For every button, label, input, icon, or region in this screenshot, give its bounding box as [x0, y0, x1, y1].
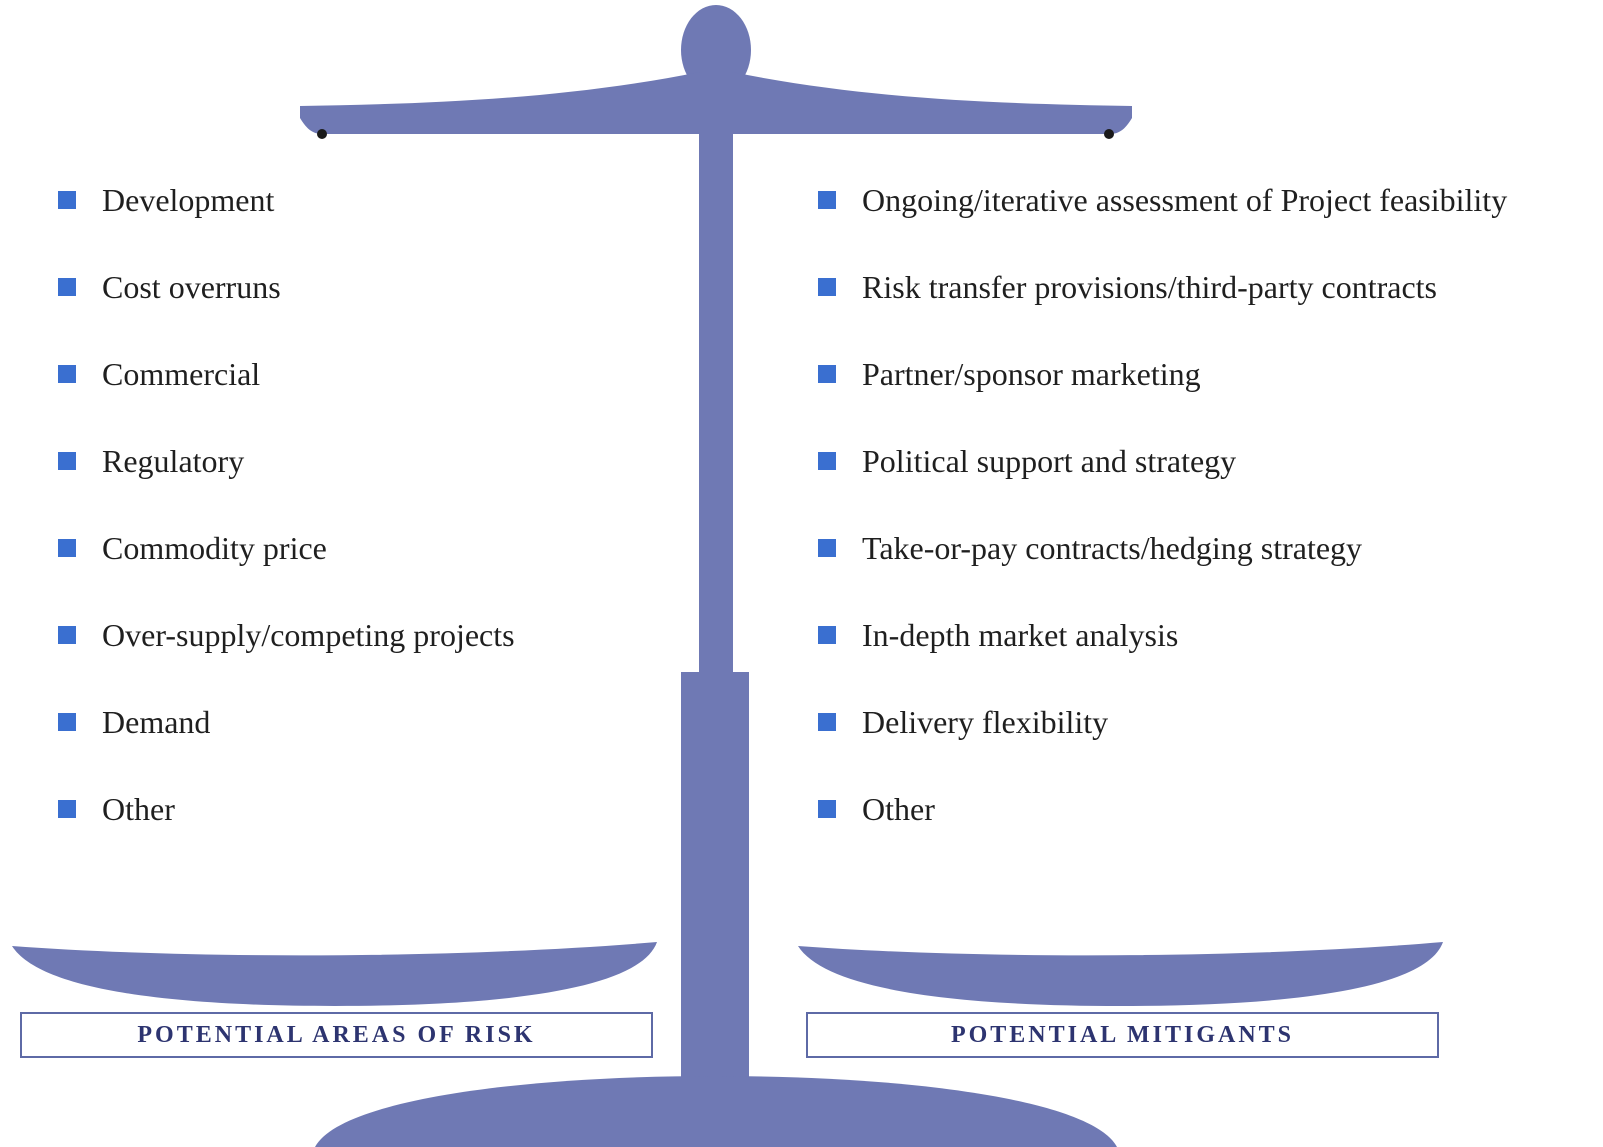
mitigants-list-item: Ongoing/iterative assessment of Project …: [818, 180, 1507, 220]
risks-list-item: Demand: [58, 702, 210, 742]
square-bullet-icon: [58, 800, 76, 818]
square-bullet-icon: [818, 191, 836, 209]
scale-lower-post: [681, 672, 749, 1102]
risks-list-item: Over-supply/competing projects: [58, 615, 515, 655]
risks-item-text: Demand: [102, 703, 211, 740]
square-bullet-icon: [58, 278, 76, 296]
mitigants-item-text: Delivery flexibility: [862, 703, 1109, 740]
risks-list-item: Other: [58, 789, 175, 829]
mitigants-item-text: Other: [862, 790, 935, 827]
square-bullet-icon: [818, 800, 836, 818]
scale-beam: [300, 72, 1132, 134]
mitigants-item-text: Partner/sponsor marketing: [862, 355, 1201, 392]
scale-left-peg: [317, 129, 327, 139]
square-bullet-icon: [58, 365, 76, 383]
square-bullet-icon: [818, 713, 836, 731]
square-bullet-icon: [58, 626, 76, 644]
risks-item-text: Development: [102, 181, 275, 218]
mitigants-item-text: Take-or-pay contracts/hedging strategy: [862, 529, 1363, 566]
mitigants-list-item: Delivery flexibility: [818, 702, 1108, 742]
risks-list-item: Regulatory: [58, 441, 244, 481]
square-bullet-icon: [58, 713, 76, 731]
mitigant-label-box: POTENTIAL MITIGANTS: [806, 1012, 1439, 1058]
mitigants-list-item: Risk transfer provisions/third-party con…: [818, 267, 1437, 307]
square-bullet-icon: [58, 539, 76, 557]
scale-right-peg: [1104, 129, 1114, 139]
mitigants-list-item: Take-or-pay contracts/hedging strategy: [818, 528, 1362, 568]
mitigants-item-text: Political support and strategy: [862, 442, 1237, 479]
risks-list-item: Development: [58, 180, 274, 220]
square-bullet-icon: [818, 365, 836, 383]
mitigants-item-text: In-depth market analysis: [862, 616, 1179, 653]
square-bullet-icon: [818, 539, 836, 557]
risks-item-text: Commodity price: [102, 529, 327, 566]
square-bullet-icon: [818, 452, 836, 470]
risks-item-text: Cost overruns: [102, 268, 281, 305]
risks-item-text: Regulatory: [102, 442, 245, 479]
mitigants-list-item: In-depth market analysis: [818, 615, 1178, 655]
risks-item-text: Commercial: [102, 355, 261, 392]
risks-item-text: Over-supply/competing projects: [102, 616, 515, 653]
risks-item-text: Other: [102, 790, 175, 827]
square-bullet-icon: [58, 452, 76, 470]
mitigant-label: POTENTIAL MITIGANTS: [950, 1021, 1295, 1048]
scale-right-pan: [798, 942, 1443, 1006]
square-bullet-icon: [58, 191, 76, 209]
square-bullet-icon: [818, 626, 836, 644]
mitigants-item-text: Ongoing/iterative assessment of Project …: [862, 181, 1508, 218]
square-bullet-icon: [818, 278, 836, 296]
risk-label-box: POTENTIAL AREAS OF RISK: [20, 1012, 653, 1058]
risks-list-item: Cost overruns: [58, 267, 281, 307]
risks-list-item: Commodity price: [58, 528, 327, 568]
risks-list-item: Commercial: [58, 354, 260, 394]
scale-upper-post: [699, 118, 733, 678]
mitigants-list-item: Political support and strategy: [818, 441, 1236, 481]
mitigants-list-item: Other: [818, 789, 935, 829]
mitigants-list-item: Partner/sponsor marketing: [818, 354, 1201, 394]
mitigants-item-text: Risk transfer provisions/third-party con…: [862, 268, 1437, 305]
scale-left-pan: [12, 942, 657, 1006]
risk-label: POTENTIAL AREAS OF RISK: [137, 1021, 536, 1048]
scale-base: [315, 1076, 1117, 1147]
